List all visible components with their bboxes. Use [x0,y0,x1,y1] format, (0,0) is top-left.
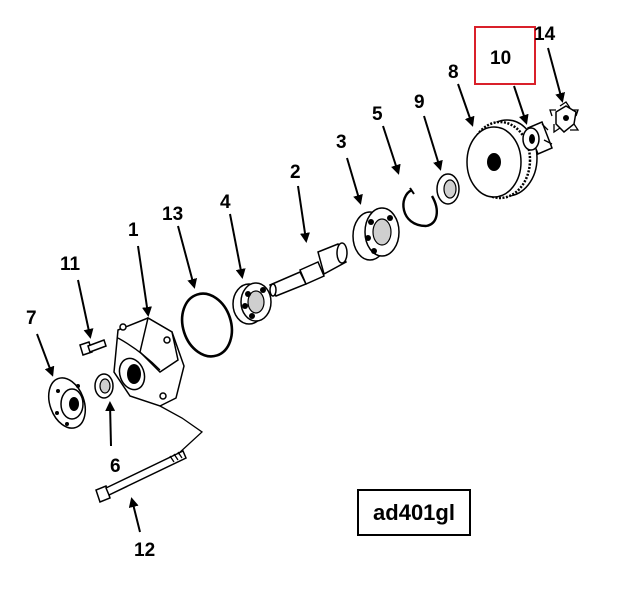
label-1: 1 [128,220,139,241]
arrow-1 [137,245,152,317]
figure-code-box: ad401gl [357,489,471,536]
arrow-2 [297,185,310,243]
label-10: 10 [490,48,511,69]
figure-code: ad401gl [373,500,455,525]
arrow-10 [513,85,529,125]
label-13: 13 [162,204,183,225]
arrow-9 [423,115,443,171]
part-5-retaining-ring [402,187,438,228]
callout-bracket [159,405,204,455]
arrow-14 [547,47,566,103]
label-5: 5 [372,104,383,125]
arrow-6 [105,401,116,447]
arrow-13 [177,225,198,289]
part-11-bolt [79,339,107,356]
part-3-bearing [352,207,400,261]
arrow-7 [36,333,55,377]
arrow-5 [382,125,401,175]
part-12-long-bolt [95,449,187,503]
label-6: 6 [110,456,121,477]
part-7-flange [47,377,87,429]
highlight-box [474,26,536,85]
label-9: 9 [414,92,425,113]
label-7: 7 [26,308,37,329]
arrow-11 [77,279,94,339]
label-11: 11 [60,254,81,275]
part-4-bearing [232,282,272,325]
part-2-shaft [268,242,348,297]
part-13-o-ring [180,292,234,358]
label-14: 14 [534,24,556,45]
label-3: 3 [336,132,347,153]
label-4: 4 [220,192,231,213]
arrow-12 [128,497,141,533]
part-14-coupling [549,101,580,134]
arrow-3 [346,157,363,205]
part-1-housing [113,316,185,407]
label-2: 2 [290,162,301,183]
callout-labels: 7 11 1 13 4 2 3 5 9 8 10 14 6 12 [26,24,556,561]
part-6-seal [94,373,114,399]
arrow-8 [457,83,475,127]
callout-arrows [36,47,566,533]
label-8: 8 [448,62,459,83]
part-8-gear [466,119,538,200]
part-9-seal [436,173,460,205]
part-10-hub [522,121,553,155]
label-12: 12 [134,540,155,561]
arrow-4 [229,213,246,279]
